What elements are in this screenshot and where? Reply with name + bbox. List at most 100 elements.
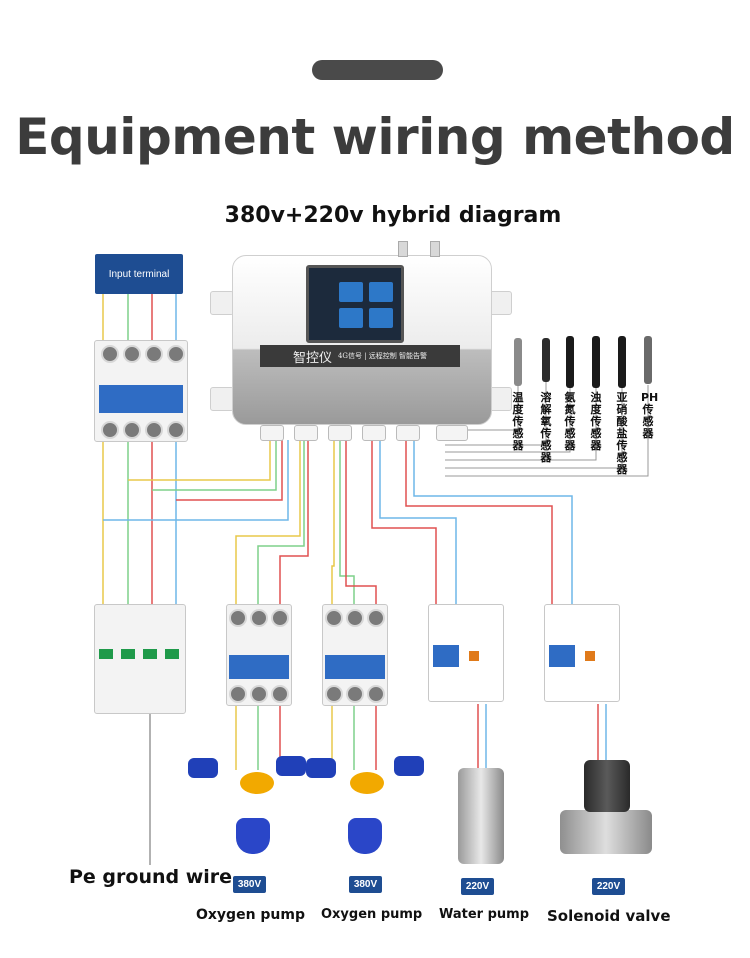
- terminal-icon: [271, 685, 289, 703]
- terminal-icon: [229, 609, 247, 627]
- mount-ear: [488, 291, 512, 315]
- header-pill-decoration: [312, 60, 443, 80]
- terminal-icon: [101, 421, 119, 439]
- wire-rcd1-blue: [379, 440, 457, 606]
- terminal-icon: [346, 685, 364, 703]
- aerator-float-icon: [306, 758, 336, 778]
- sensor-label-ph: PH传感器: [641, 391, 659, 440]
- rcd-handle: [549, 645, 575, 667]
- device-label-oxygen-pump-1: Oxygen pump: [196, 907, 306, 923]
- impeller-icon: [350, 772, 384, 794]
- spd-indicator: [165, 649, 179, 659]
- terminal-icon: [145, 345, 163, 363]
- wire-sensors-2: [445, 380, 547, 446]
- terminal-icon: [101, 345, 119, 363]
- screen-tile: [339, 308, 363, 328]
- wire-b3-green: [339, 440, 355, 606]
- terminal-icon: [271, 609, 289, 627]
- main-breaker: [94, 340, 188, 442]
- input-terminal-label: Input terminal: [108, 268, 170, 280]
- spd-indicator: [143, 649, 157, 659]
- terminal-icon: [367, 609, 385, 627]
- terminal-icon: [229, 685, 247, 703]
- pe-ground-label: Pe ground wire: [69, 866, 233, 888]
- wire-sensors-4: [445, 385, 597, 461]
- cable-gland: [396, 425, 420, 441]
- sensor-label-dissolved-oxygen: 溶解氧传感器: [540, 391, 552, 464]
- rcd-test-button: [469, 651, 479, 661]
- wire-b3-yellow: [331, 440, 335, 606]
- breaker-oxygen-pump-1: [226, 604, 292, 706]
- breaker-handle: [325, 655, 385, 679]
- wire-ctrl-blue: [103, 440, 289, 521]
- aerator-float-icon: [188, 758, 218, 778]
- terminal-icon: [167, 421, 185, 439]
- sensor-label-ammonia: 氨氮传感器: [564, 391, 576, 452]
- page-title: Equipment wiring method: [15, 108, 735, 166]
- wire-b2-red: [279, 440, 309, 606]
- terminal-icon: [250, 685, 268, 703]
- mount-ear: [210, 387, 234, 411]
- wire-sensors-5: [445, 385, 623, 469]
- aerator-motor-icon: [236, 818, 270, 854]
- screen-tile: [369, 282, 393, 302]
- aerator-float-icon: [276, 756, 306, 776]
- antenna-icon: [398, 241, 408, 257]
- controller-brand-band: 智控仪 4G信号 | 远程控制 智能告警: [260, 345, 460, 367]
- wire-ctrl-green: [152, 440, 277, 491]
- valve-coil: [584, 760, 630, 812]
- rcd-test-button: [585, 651, 595, 661]
- wire-b3-red: [345, 440, 377, 606]
- diagram-subtitle: 380v+220v hybrid diagram: [224, 203, 562, 228]
- cable-gland: [260, 425, 284, 441]
- sensor-label-turbidity: 浊度传感器: [590, 391, 602, 452]
- cable-gland: [328, 425, 352, 441]
- voltage-badge: 220V: [461, 878, 494, 895]
- water-pump-icon: [458, 768, 504, 864]
- valve-pipe: [560, 810, 652, 854]
- wire-sensors-6: [445, 385, 649, 477]
- terminal-icon: [123, 345, 141, 363]
- cable-gland: [294, 425, 318, 441]
- controller-tagline: 4G信号 | 远程控制 智能告警: [337, 352, 428, 360]
- wire-sensors-3: [445, 385, 571, 453]
- antenna-icon: [430, 241, 440, 257]
- controller-screen: [306, 265, 404, 343]
- sensor-label-temperature: 温度传感器: [512, 391, 524, 452]
- device-label-oxygen-pump-2: Oxygen pump: [321, 907, 423, 922]
- aerator-float-icon: [394, 756, 424, 776]
- device-label-solenoid-valve: Solenoid valve: [547, 907, 671, 925]
- aerator-motor-icon: [348, 818, 382, 854]
- voltage-badge: 380V: [233, 876, 266, 893]
- mount-ear: [210, 291, 234, 315]
- sensor-label-nitrite: 亚硝酸盐传感器: [616, 391, 628, 476]
- cable-gland: [362, 425, 386, 441]
- impeller-icon: [240, 772, 274, 794]
- terminal-icon: [367, 685, 385, 703]
- surge-protector: [94, 604, 186, 714]
- wire-ctrl-yellow: [128, 440, 271, 481]
- terminal-icon: [325, 685, 343, 703]
- sensor-probe-icon: [618, 336, 626, 388]
- wire-rcd2-red: [405, 440, 553, 606]
- controller-unit: 智控仪 4G信号 | 远程控制 智能告警: [210, 241, 512, 441]
- wire-rcd2-blue: [413, 440, 573, 606]
- breaker-handle: [99, 385, 183, 413]
- terminal-icon: [167, 345, 185, 363]
- wire-b2-yellow: [235, 440, 301, 606]
- wire-rcd1-red: [371, 440, 437, 606]
- sensor-probe-icon: [592, 336, 600, 388]
- rcd-water-pump: [428, 604, 504, 702]
- input-terminal-box: Input terminal: [95, 254, 183, 294]
- sensor-probe-icon: [542, 338, 550, 382]
- wire-ctrl-red: [176, 440, 283, 501]
- rcd-handle: [433, 645, 459, 667]
- spd-indicator: [121, 649, 135, 659]
- screen-tile: [369, 308, 393, 328]
- sensor-probe-icon: [514, 338, 522, 386]
- breaker-handle: [229, 655, 289, 679]
- device-label-water-pump: Water pump: [439, 907, 530, 922]
- controller-brand: 智控仪: [292, 350, 332, 366]
- voltage-badge: 220V: [592, 878, 625, 895]
